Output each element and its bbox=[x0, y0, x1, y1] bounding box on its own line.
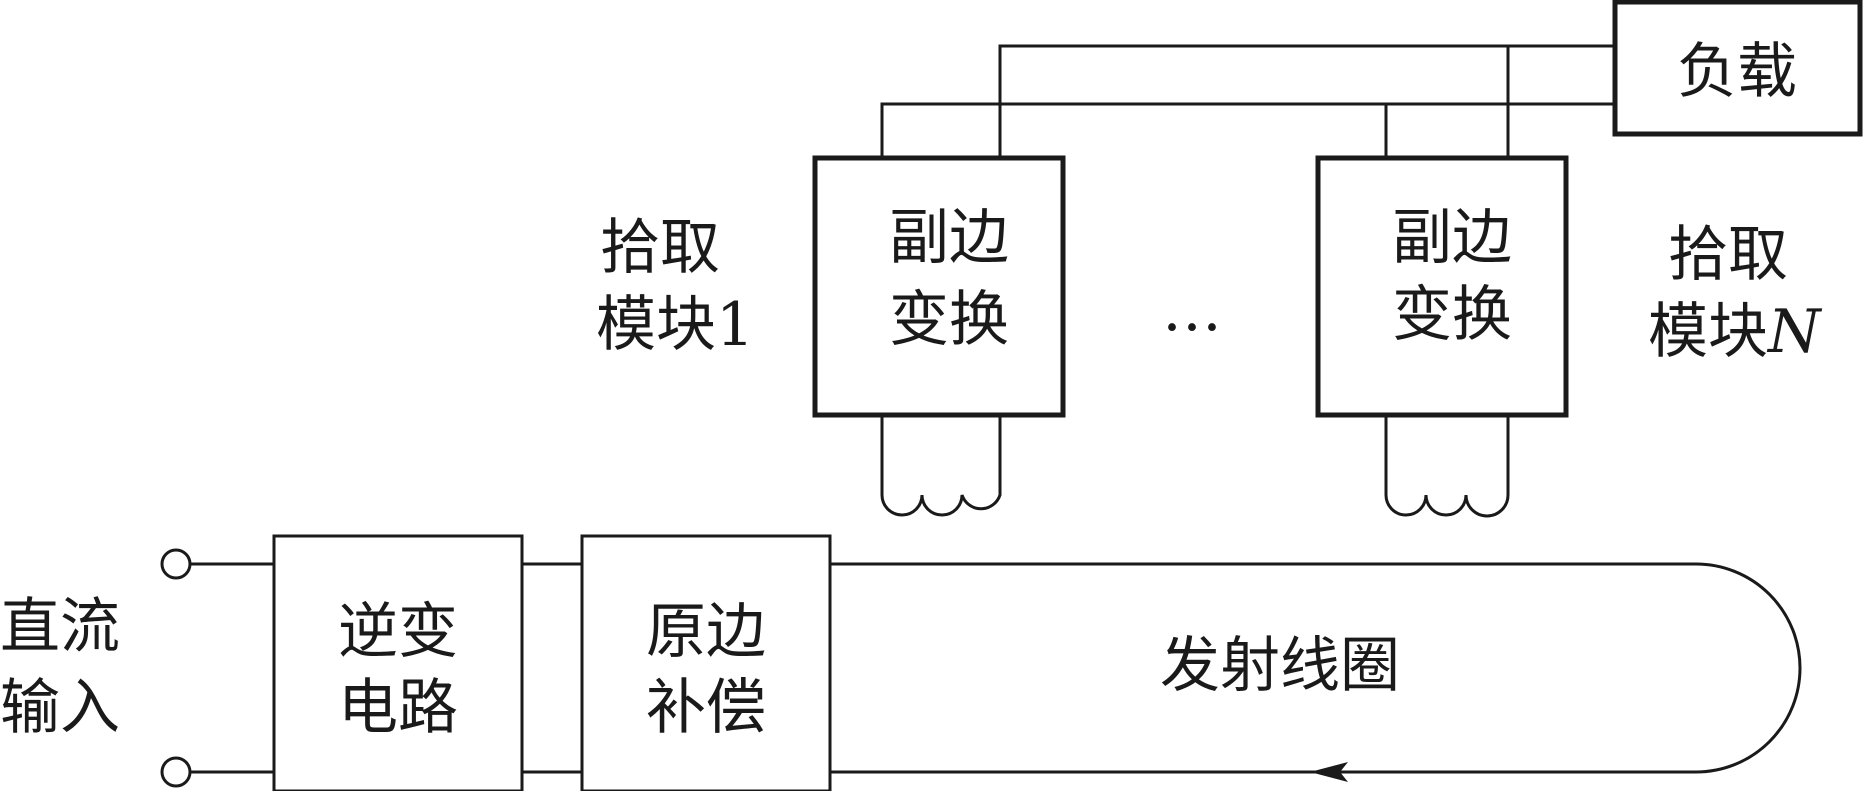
load-label: 负载 bbox=[1677, 37, 1797, 107]
load-block: 负载 bbox=[1612, 0, 1863, 137]
load-box bbox=[1612, 0, 1863, 137]
pickup-module-n-name-line1: 拾取 bbox=[1668, 220, 1788, 290]
secondary-converter-box-1 bbox=[812, 155, 1066, 418]
pickup-coil-1-icon bbox=[880, 415, 1002, 517]
pickup-module-1: 副边 变换 拾取 模块1 bbox=[596, 155, 1066, 517]
transmit-coil: 发射线圈 bbox=[830, 562, 1802, 782]
primary-compensation-label-line2: 补偿 bbox=[646, 673, 766, 743]
pickup-module-n-name-line2: 模块N bbox=[1648, 297, 1823, 367]
pickup-module-n-name-prefix: 模块 bbox=[1648, 297, 1768, 367]
transmit-coil-loop bbox=[830, 562, 1802, 774]
inverter-label-line1: 逆变 bbox=[338, 597, 458, 667]
dc-input-terminal-top-icon bbox=[160, 548, 192, 580]
inverter-box bbox=[272, 534, 524, 791]
secondary-converter-box-n bbox=[1315, 155, 1569, 418]
pickup-module-1-name-line2: 模块1 bbox=[596, 290, 754, 360]
primary-compensation-box bbox=[580, 534, 832, 791]
primary-compensation-block: 原边 补偿 bbox=[580, 534, 832, 791]
pickup-module-n-name-variable: N bbox=[1766, 297, 1823, 367]
inverter-block: 逆变 电路 bbox=[272, 534, 524, 791]
inverter-label-line2: 电路 bbox=[338, 673, 458, 743]
pickup-coil-n-icon bbox=[1384, 415, 1510, 518]
wire-module1-right-to-load bbox=[998, 44, 1615, 158]
secondary-converter-1-line2: 变换 bbox=[889, 285, 1009, 355]
wire-module1-left-to-load bbox=[880, 102, 1615, 158]
pickup-module-n: 副边 变换 拾取 模块N bbox=[1315, 155, 1823, 518]
dc-input-label-line2: 输入 bbox=[0, 673, 120, 743]
pickup-module-1-name-line1: 拾取 bbox=[600, 213, 720, 283]
secondary-converter-n-line2: 变换 bbox=[1392, 280, 1512, 350]
load-wires bbox=[880, 44, 1615, 158]
dc-input-label-line1: 直流 bbox=[0, 592, 120, 662]
modules-ellipsis: … bbox=[1162, 275, 1222, 345]
secondary-converter-1-line1: 副边 bbox=[889, 203, 1009, 273]
secondary-converter-n-line1: 副边 bbox=[1392, 203, 1512, 273]
transmit-coil-label: 发射线圈 bbox=[1160, 631, 1400, 701]
current-direction-arrow-icon bbox=[1310, 762, 1348, 782]
dc-input-terminal-bottom-icon bbox=[160, 756, 192, 788]
primary-compensation-label-line1: 原边 bbox=[646, 597, 766, 667]
dc-input-terminals: 直流 输入 bbox=[0, 548, 274, 788]
